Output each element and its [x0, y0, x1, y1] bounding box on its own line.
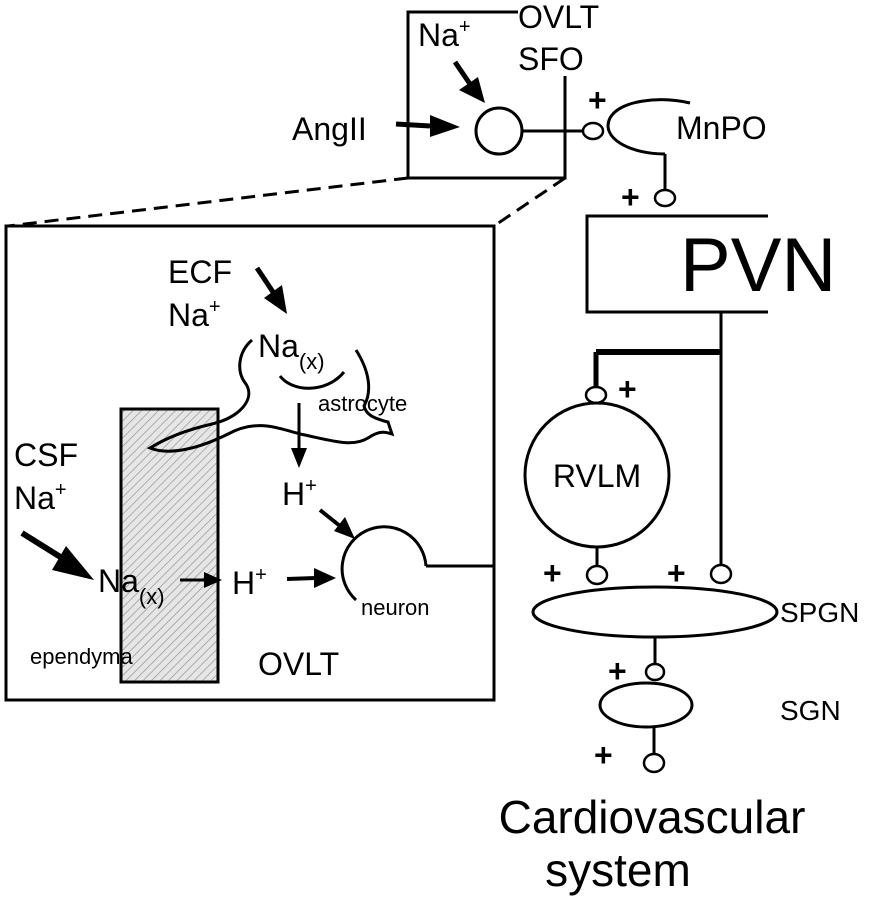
ovlt-inset-box [4, 224, 496, 702]
ovlt-top-label: OVLT [518, 0, 599, 35]
spgn-cell [531, 585, 779, 639]
astrocyte-cell [146, 338, 395, 453]
mnpo-label: MnPO [676, 110, 767, 146]
zoom-line-left [7, 176, 409, 228]
na-x-ependyma-label: Na(x) [98, 563, 165, 609]
mnpo-cell [606, 98, 691, 156]
ecf-label: ECF [168, 254, 232, 290]
ependyma-label: ependyma [30, 644, 134, 669]
sfo-label: SFO [518, 41, 584, 77]
ecf-arrow-head [264, 285, 287, 314]
pvn-box [585, 214, 768, 314]
system-label: system [545, 844, 691, 896]
ecf-arrow-shaft [254, 266, 276, 294]
h-plus-upper-label: H+ [282, 475, 317, 512]
plus-pvn: + [621, 179, 640, 215]
h-lower-arrow-head [314, 568, 336, 588]
csf-label: CSF [14, 437, 78, 473]
sfo-neuron [474, 106, 524, 156]
neuron-label: neuron [361, 595, 430, 620]
nax-h-arrow-head [204, 572, 222, 588]
synapse-pvn-spgn [709, 563, 733, 585]
na-x-astrocyte-label: Na(x) [258, 328, 325, 374]
synapse-mnpo-pvn [653, 188, 677, 208]
synapse-rvlm-spgn [585, 564, 609, 586]
h-upper-arrow-shaft [318, 508, 342, 528]
synapse-spgn-sgn [644, 662, 666, 682]
plus-spgn-left: + [543, 555, 562, 591]
astro-h-arrow-head [291, 448, 307, 468]
spgn-label: SPGN [780, 597, 859, 628]
plus-rvlm: + [618, 371, 637, 407]
pvn-label: PVN [680, 223, 836, 308]
na-top-label: Na+ [418, 16, 471, 53]
csf-arrow-head [52, 546, 94, 580]
na-arrow-shaft [452, 60, 473, 86]
csf-na-label: Na+ [14, 479, 67, 516]
astrocyte-label: astrocyte [318, 391, 407, 416]
h-plus-lower-label: H+ [232, 564, 267, 601]
angII-arrow-head [430, 115, 460, 137]
astrocyte-inner-arc [278, 371, 346, 390]
angII-arrow-shaft [395, 121, 431, 129]
na-arrow-head [459, 77, 485, 103]
h-lower-arrow-shaft [286, 576, 317, 581]
angII-label: AngII [292, 111, 367, 147]
h-upper-arrow-head [334, 517, 355, 539]
plus-spgn-right: + [667, 555, 686, 591]
plus-mnpo: + [588, 82, 607, 118]
synapse-pvn-rvlm [584, 385, 608, 405]
zoom-line-right [493, 176, 566, 228]
cardiovascular-label: Cardiovascular [499, 791, 806, 843]
ovlt-neuron [340, 525, 428, 602]
ovlt-inset-label: OVLT [258, 646, 339, 682]
synapse-sfo-mnpo [581, 121, 605, 141]
synapse-sgn-cv [642, 752, 666, 774]
ecf-na-label: Na+ [168, 296, 221, 333]
plus-sgn: + [608, 653, 627, 689]
sgn-label: SGN [780, 695, 841, 726]
plus-cv: + [594, 737, 613, 773]
ependyma-block [119, 407, 220, 684]
rvlm-label: RVLM [553, 458, 641, 494]
csf-arrow-shaft [20, 530, 64, 561]
sgn-cell [598, 681, 694, 729]
